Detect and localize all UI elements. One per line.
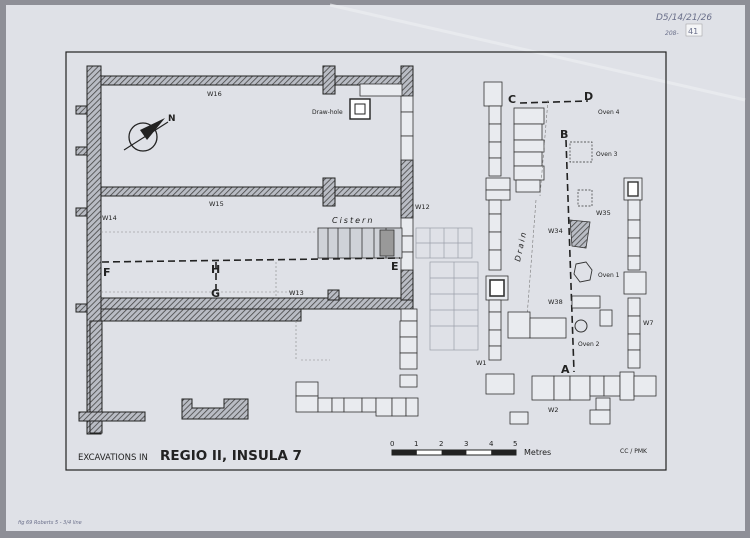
drawhole-icon	[349, 98, 371, 120]
archive-pencil-note: fig 69 Roberts 5 - 3/4 line	[18, 520, 82, 526]
oven3-icon	[569, 141, 593, 207]
pier	[327, 289, 340, 301]
oven4-area	[513, 107, 545, 193]
point-G: G	[211, 287, 220, 300]
wall-w34	[569, 219, 591, 249]
label-w12: W12	[415, 203, 430, 211]
scale-tick: 3	[464, 440, 468, 448]
archive-sub-ref: 208-	[665, 30, 679, 37]
wall-bracket	[181, 398, 249, 420]
north-arrow-icon: N	[123, 114, 176, 152]
scale-tick: 0	[390, 440, 394, 448]
label-w13: W13	[289, 289, 304, 297]
wall-lower-west	[89, 320, 103, 434]
drafter-credit: CC / PMK	[620, 448, 648, 455]
wall-w12	[400, 159, 414, 219]
wall-south-return	[100, 308, 302, 322]
wall-e-lower	[400, 269, 414, 301]
label-w14: W14	[102, 214, 117, 222]
scale-tick: 5	[513, 440, 517, 448]
cistern-stones	[317, 227, 403, 259]
point-D: D	[584, 90, 593, 103]
label-cistern: Cistern	[332, 216, 374, 225]
point-A: A	[561, 363, 570, 376]
oven1-icon	[573, 261, 593, 283]
drawing-frame	[65, 51, 667, 471]
wall-east-upper	[400, 65, 414, 97]
title-prefix: EXCAVATIONS IN	[78, 453, 148, 463]
wall-w13	[100, 297, 414, 310]
scale-tick: 4	[489, 440, 494, 448]
label-w35: W35	[596, 209, 611, 217]
lower-stones	[295, 308, 419, 417]
wall-w16	[100, 75, 402, 86]
label-w15: W15	[209, 200, 224, 208]
archive-box-label	[685, 23, 703, 37]
wall-stub	[75, 146, 88, 156]
street-paving	[415, 227, 479, 351]
stone-column	[359, 83, 414, 271]
label-oven3: Oven 3	[596, 151, 618, 158]
wall-w2	[509, 371, 657, 425]
label-w16: W16	[207, 90, 222, 98]
wall-w15	[100, 186, 402, 197]
oven2-icon	[574, 319, 588, 333]
point-B: B	[560, 128, 568, 141]
wall-lower-stub	[78, 411, 146, 422]
label-w38: W38	[548, 298, 563, 306]
point-E: E	[391, 260, 399, 273]
archive-box-number: 41	[688, 27, 698, 36]
scale-bar	[391, 449, 517, 456]
wall-stub	[75, 207, 88, 217]
section-lines	[101, 100, 589, 373]
scale-ticks: 0 1 2 3 4 5	[390, 440, 517, 448]
left-building	[75, 65, 414, 435]
wall-w38	[507, 295, 613, 339]
label-oven4: Oven 4	[598, 109, 620, 116]
drain-lines	[525, 99, 549, 331]
construction-lines	[101, 231, 330, 361]
scale-tick: 2	[439, 440, 443, 448]
pier	[322, 65, 336, 95]
scale-tick: 1	[414, 440, 418, 448]
wall-stub	[75, 105, 88, 115]
label-oven1: Oven 1	[598, 272, 620, 279]
plan-title: REGIO II, INSULA 7	[160, 448, 302, 464]
label-oven2: Oven 2	[578, 341, 600, 348]
point-F: F	[103, 266, 111, 279]
wall-w1	[483, 81, 515, 395]
point-H: H	[211, 263, 220, 276]
label-w34: W34	[548, 227, 563, 235]
pier	[322, 177, 336, 207]
point-C: C	[508, 93, 516, 106]
wall-w7	[623, 177, 647, 369]
label-w2: W2	[548, 406, 559, 414]
label-drawhole: Draw-hole	[312, 109, 343, 116]
label-w7: W7	[643, 319, 654, 327]
wall-stub	[75, 303, 88, 313]
archive-ref-number: D5/14/21/26	[656, 13, 712, 23]
label-w1: W1	[476, 359, 487, 367]
north-label: N	[168, 114, 176, 124]
scale-unit-label: Metres	[524, 448, 551, 457]
